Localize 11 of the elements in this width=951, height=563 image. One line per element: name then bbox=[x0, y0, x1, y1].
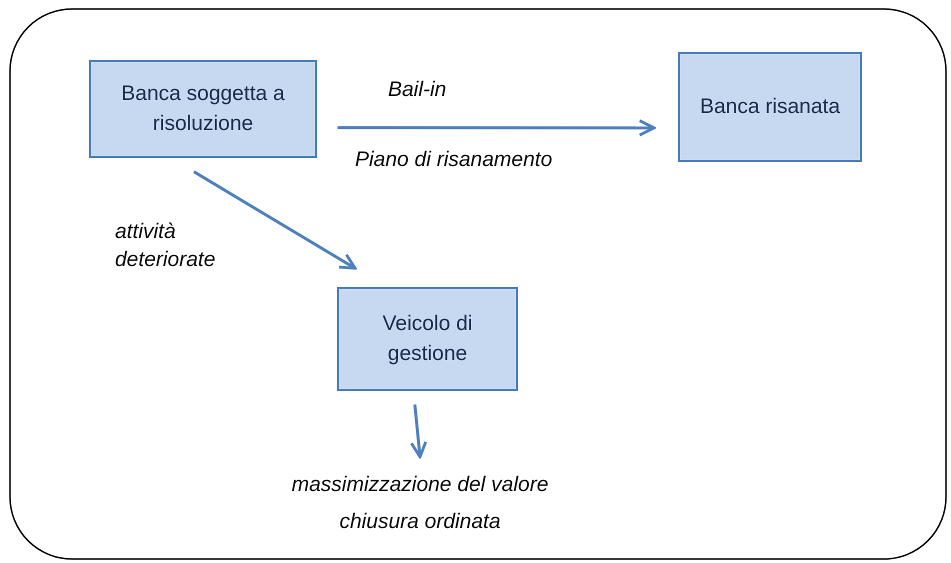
process-box bbox=[678, 52, 862, 162]
box-label: Veicolo di gestione bbox=[382, 310, 474, 367]
outcome-text: massimizzazione del valore bbox=[292, 472, 548, 498]
box-label: Banca risanata bbox=[700, 94, 840, 120]
arrow bbox=[338, 119, 656, 137]
process-box bbox=[337, 287, 518, 391]
process-box bbox=[89, 60, 317, 158]
box-label: Banca soggetta a risoluzione bbox=[120, 80, 286, 137]
outcome-text: chiusura ordinata bbox=[339, 509, 501, 535]
arrow bbox=[410, 404, 428, 458]
arrow bbox=[193, 170, 357, 270]
